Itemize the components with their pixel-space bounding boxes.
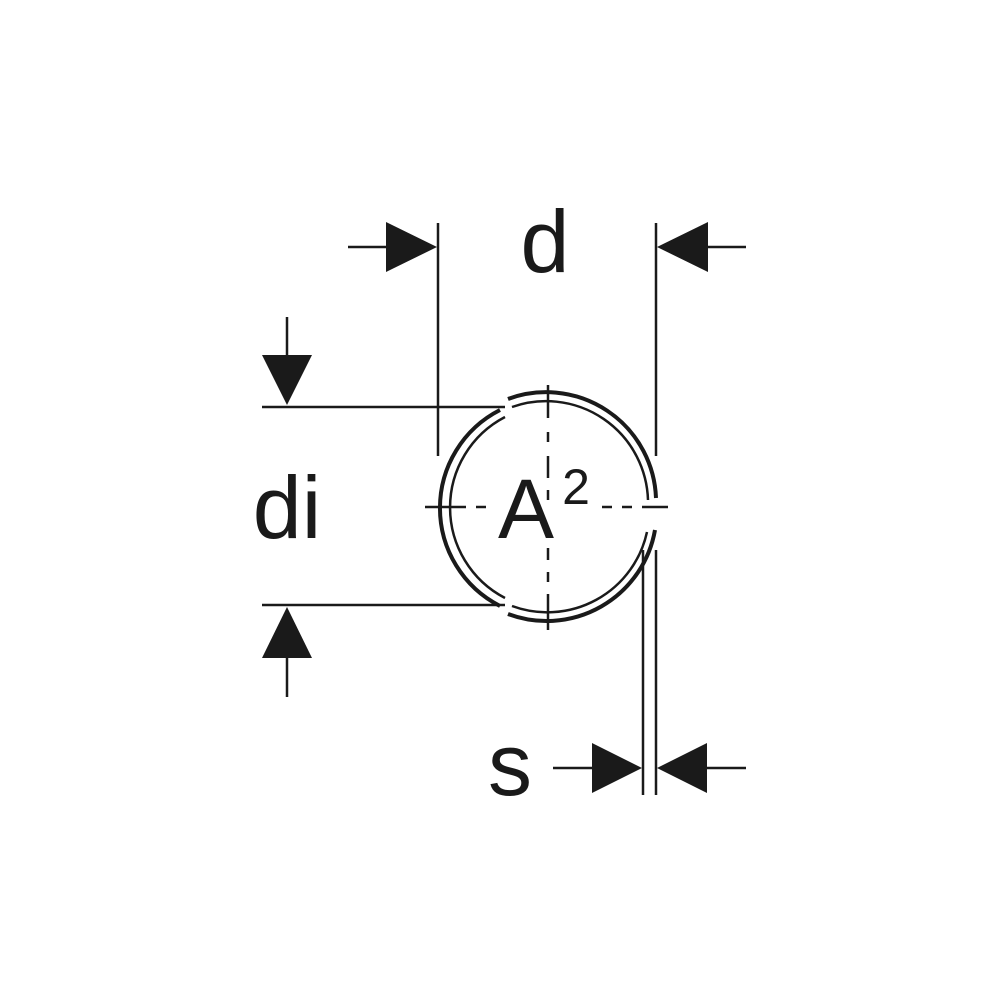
s-arrowhead-right <box>657 743 707 793</box>
pipe-inner-wall <box>511 399 650 501</box>
pipe-outer-wall-lower <box>507 529 657 623</box>
di-arrowhead-bottom <box>262 607 312 658</box>
label-inner-diameter: di <box>253 458 322 557</box>
d-arrowhead-left <box>386 222 437 272</box>
d-arrowhead-right <box>657 222 708 272</box>
label-area: A <box>498 462 554 556</box>
label-area-superscript: 2 <box>562 459 590 515</box>
pipe-inner-wall-lower <box>511 531 649 614</box>
s-arrowhead-left <box>592 743 642 793</box>
label-wall-thickness: s <box>488 715 532 814</box>
pipe-outer-wall <box>507 390 658 499</box>
label-outer-diameter: d <box>521 192 570 291</box>
center-lines <box>425 385 668 630</box>
di-arrowhead-top <box>262 355 312 405</box>
